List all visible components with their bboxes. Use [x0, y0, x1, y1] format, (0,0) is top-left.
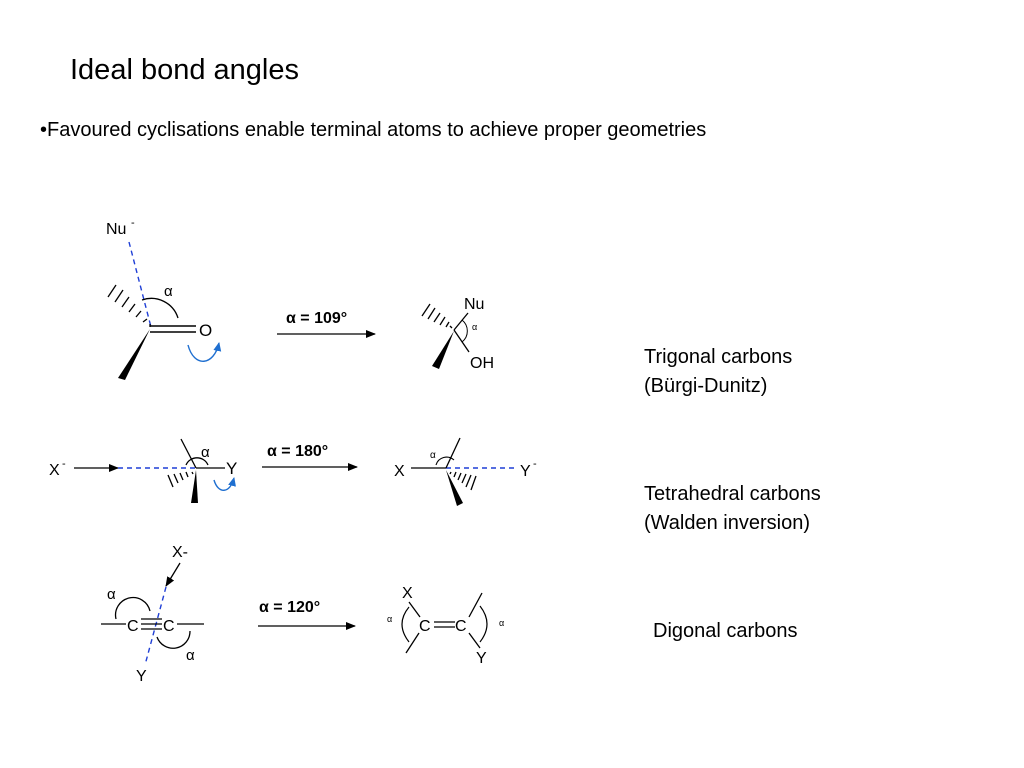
alkyne-angle-arc-top — [114, 596, 151, 620]
alkyne-c1-label: C — [127, 618, 139, 635]
alkyne-x-label: X- — [172, 544, 188, 561]
alkene-angle-arc-left — [401, 606, 410, 643]
c-oh-bond — [453, 329, 470, 353]
attack-trajectory — [128, 241, 152, 328]
product-nu-label: Nu — [464, 296, 484, 313]
c-top-bond — [180, 438, 197, 469]
category-trigonal-line2: (Bürgi-Dunitz) — [644, 375, 768, 397]
angle-arc — [141, 297, 179, 319]
alkyne-y-label: Y — [136, 668, 147, 685]
c1-lower-bond — [405, 632, 420, 654]
product-angle-alpha: α — [472, 322, 477, 332]
row3-reactant: X- C C α α Y — [101, 544, 204, 685]
angle-alpha: α — [164, 283, 173, 300]
category-tetrahedral-line2: (Walden inversion) — [644, 512, 810, 534]
curly-arrow — [187, 342, 222, 362]
x-charge: - — [62, 458, 66, 470]
y-label: Y — [226, 459, 237, 478]
bullet-point: •Favoured cyclisations enable terminal a… — [40, 119, 707, 141]
product-sn2-hashed — [449, 471, 477, 491]
product-wedge-bond — [432, 331, 454, 369]
nucleophile-label: Nu — [106, 221, 126, 238]
wedge-bond — [118, 329, 150, 380]
product-sn2-wedge — [446, 470, 463, 506]
alkyne-angle-alpha-bottom: α — [186, 647, 195, 664]
category-digonal-line1: Digonal carbons — [653, 620, 798, 642]
product-y-charge: - — [533, 458, 537, 470]
product-oh-label: OH — [470, 355, 494, 372]
product-x-label: X — [394, 463, 405, 480]
product-sn2-angle-arc — [435, 456, 455, 466]
c2-upper-bond — [468, 592, 483, 618]
row2-product: X Y - α — [394, 437, 537, 506]
slide-title: Ideal bond angles — [70, 54, 299, 86]
sn2-angle-alpha: α — [201, 444, 210, 461]
arrow-label-3: α = 120° — [259, 599, 320, 616]
product-y-label: Y — [520, 463, 531, 480]
row1-product: Nu OH α — [421, 296, 494, 372]
sn2-hashed-bond — [167, 471, 194, 488]
alkene-c1-label: C — [419, 618, 431, 635]
arrow-label-2: α = 180° — [267, 443, 328, 460]
sn2-wedge-bond — [191, 470, 198, 503]
alkyne-x-arrow — [165, 562, 181, 587]
alkene-c2-label: C — [455, 618, 467, 635]
nucleophile-charge: - — [131, 217, 135, 229]
category-tetrahedral-line1: Tetrahedral carbons — [644, 483, 821, 505]
c-nu-bond — [453, 312, 469, 331]
product-angle-arc — [461, 319, 468, 343]
x-c1-bond — [408, 601, 421, 618]
oxygen-label: O — [199, 321, 212, 340]
alkyne-c2-label: C — [163, 618, 175, 635]
hashed-bond — [107, 284, 151, 327]
row1-reactant: Nu - O α — [106, 217, 222, 380]
product-hashed-bond — [421, 303, 453, 329]
row2-reactant: X - α Y — [49, 438, 237, 503]
x-label: X — [49, 462, 60, 479]
alkene-x-label: X — [402, 585, 413, 602]
category-tetrahedral: Tetrahedral carbons (Walden inversion) — [644, 480, 821, 538]
alkyne-angle-alpha-top: α — [107, 586, 116, 603]
alkene-angle-alpha-right: α — [499, 618, 504, 628]
product-sn2-angle-alpha: α — [430, 450, 436, 461]
sn2-curly-arrow — [213, 477, 236, 491]
category-trigonal-line1: Trigonal carbons — [644, 346, 793, 368]
row3-product: X C C Y α α — [387, 585, 504, 667]
c2-y-bond — [468, 632, 481, 649]
category-trigonal: Trigonal carbons (Bürgi-Dunitz) — [644, 343, 792, 401]
category-digonal: Digonal carbons — [653, 617, 798, 646]
arrow-label-1: α = 109° — [286, 310, 347, 327]
alkene-angle-alpha-left: α — [387, 614, 392, 624]
alkyne-trajectory — [144, 586, 167, 666]
alkene-angle-arc-right — [479, 605, 488, 643]
alkyne-angle-arc-bottom — [156, 630, 191, 649]
sn2-angle-arc — [185, 457, 209, 466]
product-top-bond — [445, 437, 461, 469]
alkene-y-label: Y — [476, 650, 487, 667]
